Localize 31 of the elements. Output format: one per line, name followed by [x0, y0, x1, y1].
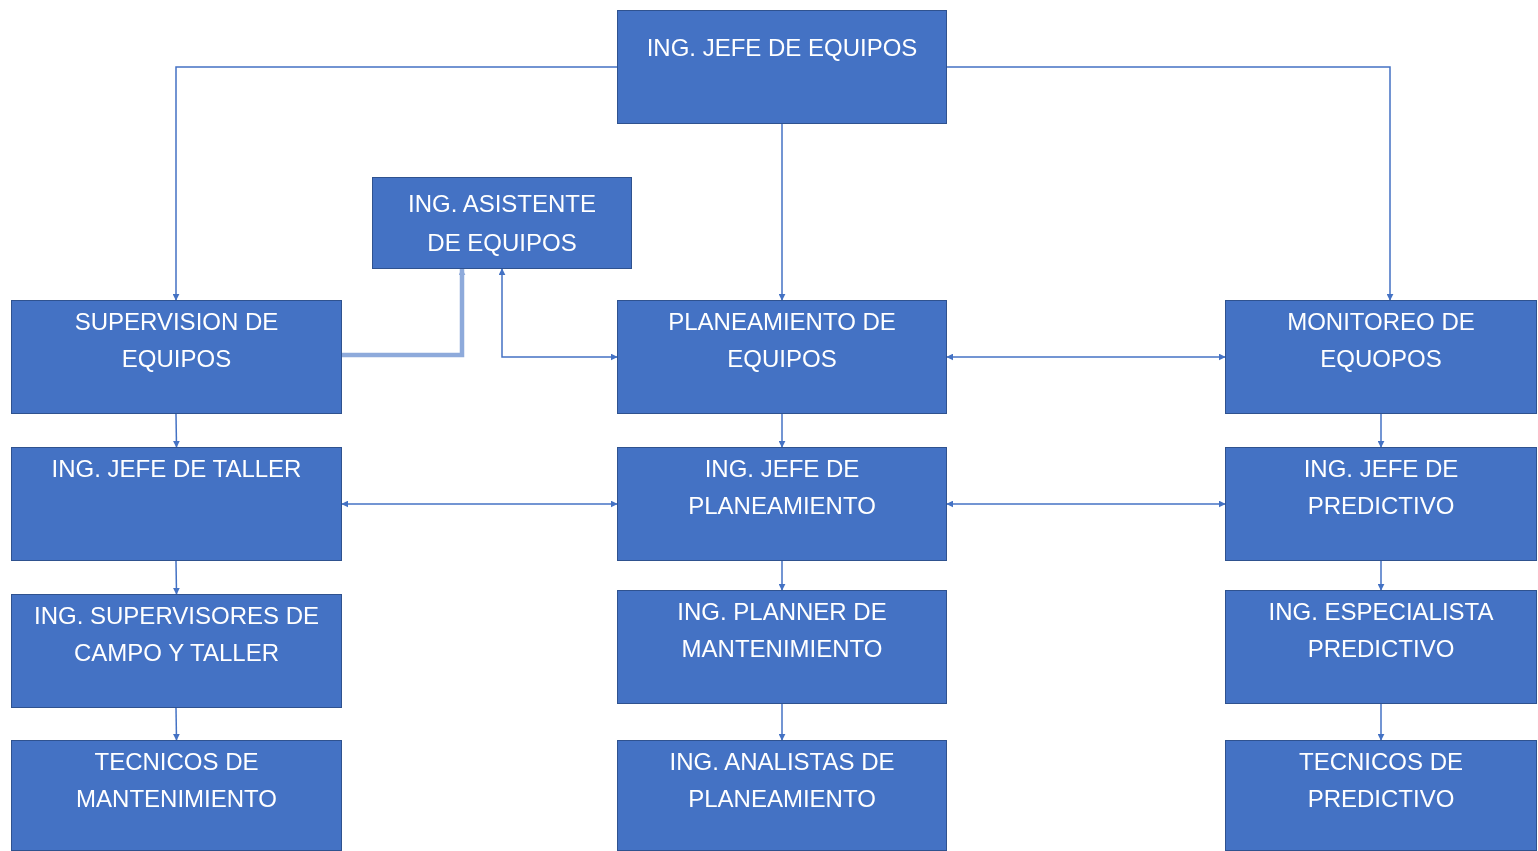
connector-arrow — [498, 268, 618, 361]
org-box: SUPERVISION DE EQUIPOS — [11, 300, 342, 414]
org-box: ING. JEFE DE PREDICTIVO — [1225, 447, 1537, 561]
connector-arrow — [342, 268, 466, 358]
org-box: ING. JEFE DE PLANEAMIENTO — [617, 447, 947, 561]
org-box: ING. JEFE DE TALLER — [11, 447, 342, 561]
org-box: ING. PLANNER DE MANTENIMIENTO — [617, 590, 947, 704]
org-box: PLANEAMIENTO DE EQUIPOS — [617, 300, 947, 414]
org-box: ING. ASISTENTE DE EQUIPOS — [372, 177, 632, 269]
connector-arrow — [172, 707, 180, 741]
org-box: TECNICOS DE MANTENIMIENTO — [11, 740, 342, 851]
org-box: ING. ANALISTAS DE PLANEAMIENTO — [617, 740, 947, 851]
connector-arrow — [341, 500, 618, 508]
connector-arrow — [778, 703, 786, 741]
org-box: ING. JEFE DE EQUIPOS — [617, 10, 947, 124]
connector-arrow — [172, 66, 618, 301]
connector-arrow — [172, 413, 180, 448]
connector-arrow — [172, 560, 180, 595]
org-box: ING. ESPECIALISTA PREDICTIVO — [1225, 590, 1537, 704]
connector-arrow — [778, 413, 786, 448]
connector-arrow — [946, 353, 1226, 361]
connector-arrow — [946, 500, 1226, 508]
org-box: ING. SUPERVISORES DE CAMPO Y TALLER — [11, 594, 342, 708]
connector-arrow — [778, 123, 786, 301]
org-box: TECNICOS DE PREDICTIVO — [1225, 740, 1537, 851]
connector-arrow — [778, 560, 786, 591]
connector-arrow — [946, 66, 1394, 301]
connector-arrow — [1377, 703, 1385, 741]
connector-arrow — [1377, 560, 1385, 591]
org-box: MONITOREO DE EQUOPOS — [1225, 300, 1537, 414]
connector-arrow — [1377, 413, 1385, 448]
